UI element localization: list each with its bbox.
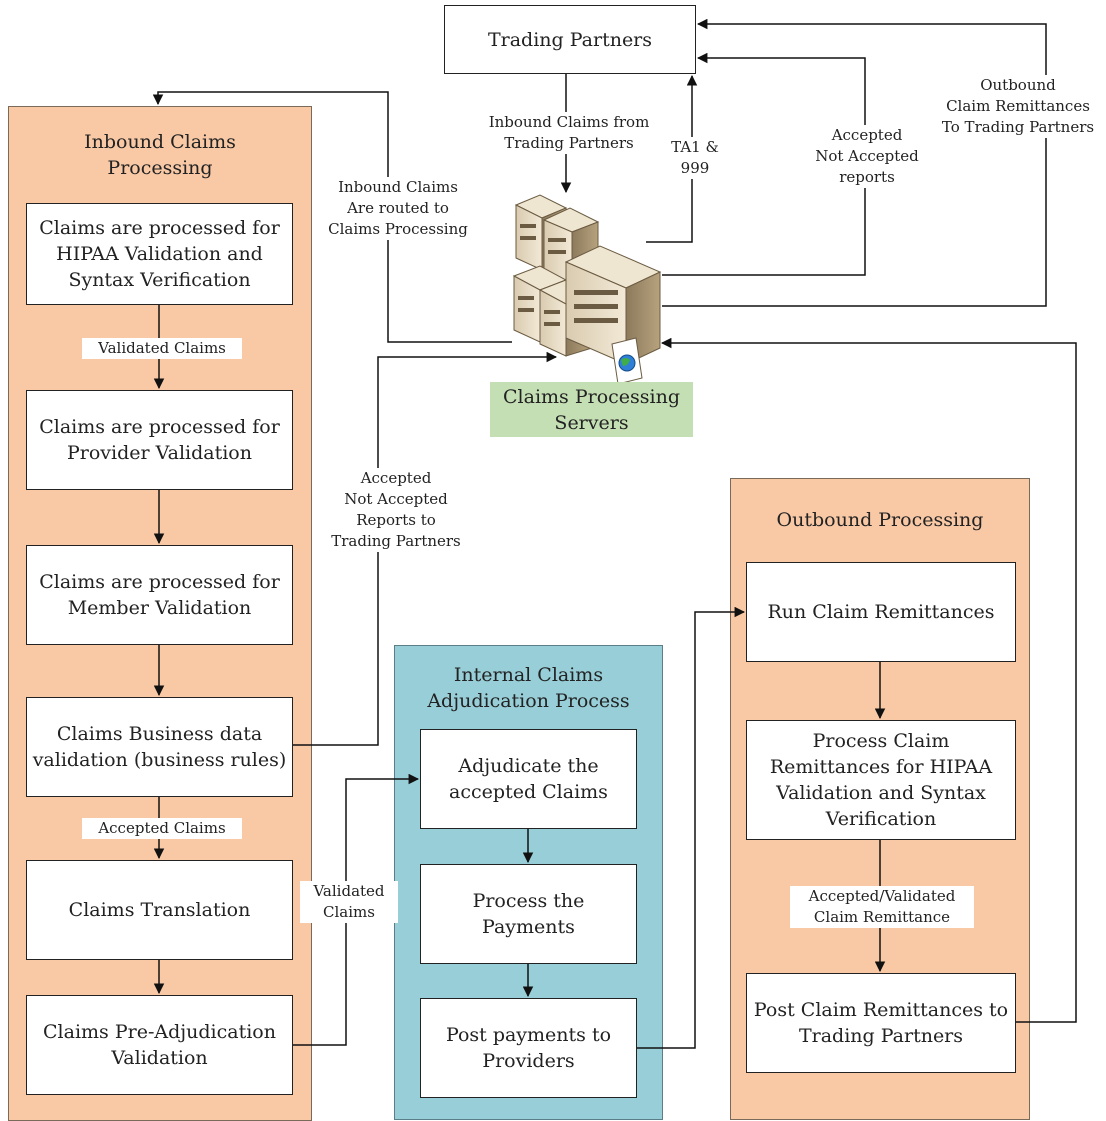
globe-icon (611, 337, 643, 385)
label-inbound-from-tp: Inbound Claims from Trading Partners (474, 112, 664, 154)
label-accepted-reports: Accepted Not Accepted reports (802, 125, 932, 188)
trading-partners-box: Trading Partners (444, 5, 696, 74)
inbound-lane-title: Inbound Claims Processing (84, 131, 236, 179)
label-accepted-claims: Accepted Claims (82, 818, 242, 839)
label-validated-claims: Validated Claims (82, 338, 242, 359)
connector-outbound-remittances (662, 18, 1047, 307)
internal-step-post-payments: Post payments to Providers (420, 998, 637, 1098)
servers-label: Claims Processing Servers (490, 382, 693, 437)
label-outbound-remittances: Outbound Claim Remittances To Trading Pa… (926, 75, 1106, 138)
inbound-step-claims-translation: Claims Translation (26, 860, 293, 960)
label-validated-claims-internal: Validated Claims (300, 881, 398, 923)
inbound-step-pre-adjudication: Claims Pre-Adjudication Validation (26, 995, 293, 1095)
outbound-step-process-remittances: Process Claim Remittances for HIPAA Vali… (746, 720, 1016, 840)
internal-lane-title: Internal Claims Adjudication Process (427, 664, 630, 712)
inbound-step-member-validation: Claims are processed for Member Validati… (26, 545, 293, 645)
label-accepted-validated-remittance: Accepted/Validated Claim Remittance (790, 886, 974, 928)
outbound-lane-title: Outbound Processing (776, 509, 984, 531)
label-ta1-999: TA1 & 999 (666, 137, 724, 179)
connector-post-remittances-to-servers (660, 337, 1077, 1023)
internal-step-adjudicate: Adjudicate the accepted Claims (420, 729, 637, 829)
inbound-step-business-validation: Claims Business data validation (busines… (26, 697, 293, 797)
connector-post-payments-to-remittances (637, 606, 746, 1049)
outbound-step-run-remittances: Run Claim Remittances (746, 562, 1016, 662)
connector-routed-to-processing (152, 91, 512, 343)
inbound-step-hipaa-validation: Claims are processed for HIPAA Validatio… (26, 203, 293, 305)
server-cluster-icon (512, 194, 662, 385)
label-reports-to-tp: Accepted Not Accepted Reports to Trading… (318, 468, 474, 552)
outbound-step-post-remittances: Post Claim Remittances to Trading Partne… (746, 973, 1016, 1073)
internal-step-process-payments: Process the Payments (420, 864, 637, 964)
connector-ta1-999 (646, 74, 698, 243)
label-routed-to-processing: Inbound Claims Are routed to Claims Proc… (316, 177, 480, 240)
inbound-step-provider-validation: Claims are processed for Provider Valida… (26, 390, 293, 490)
